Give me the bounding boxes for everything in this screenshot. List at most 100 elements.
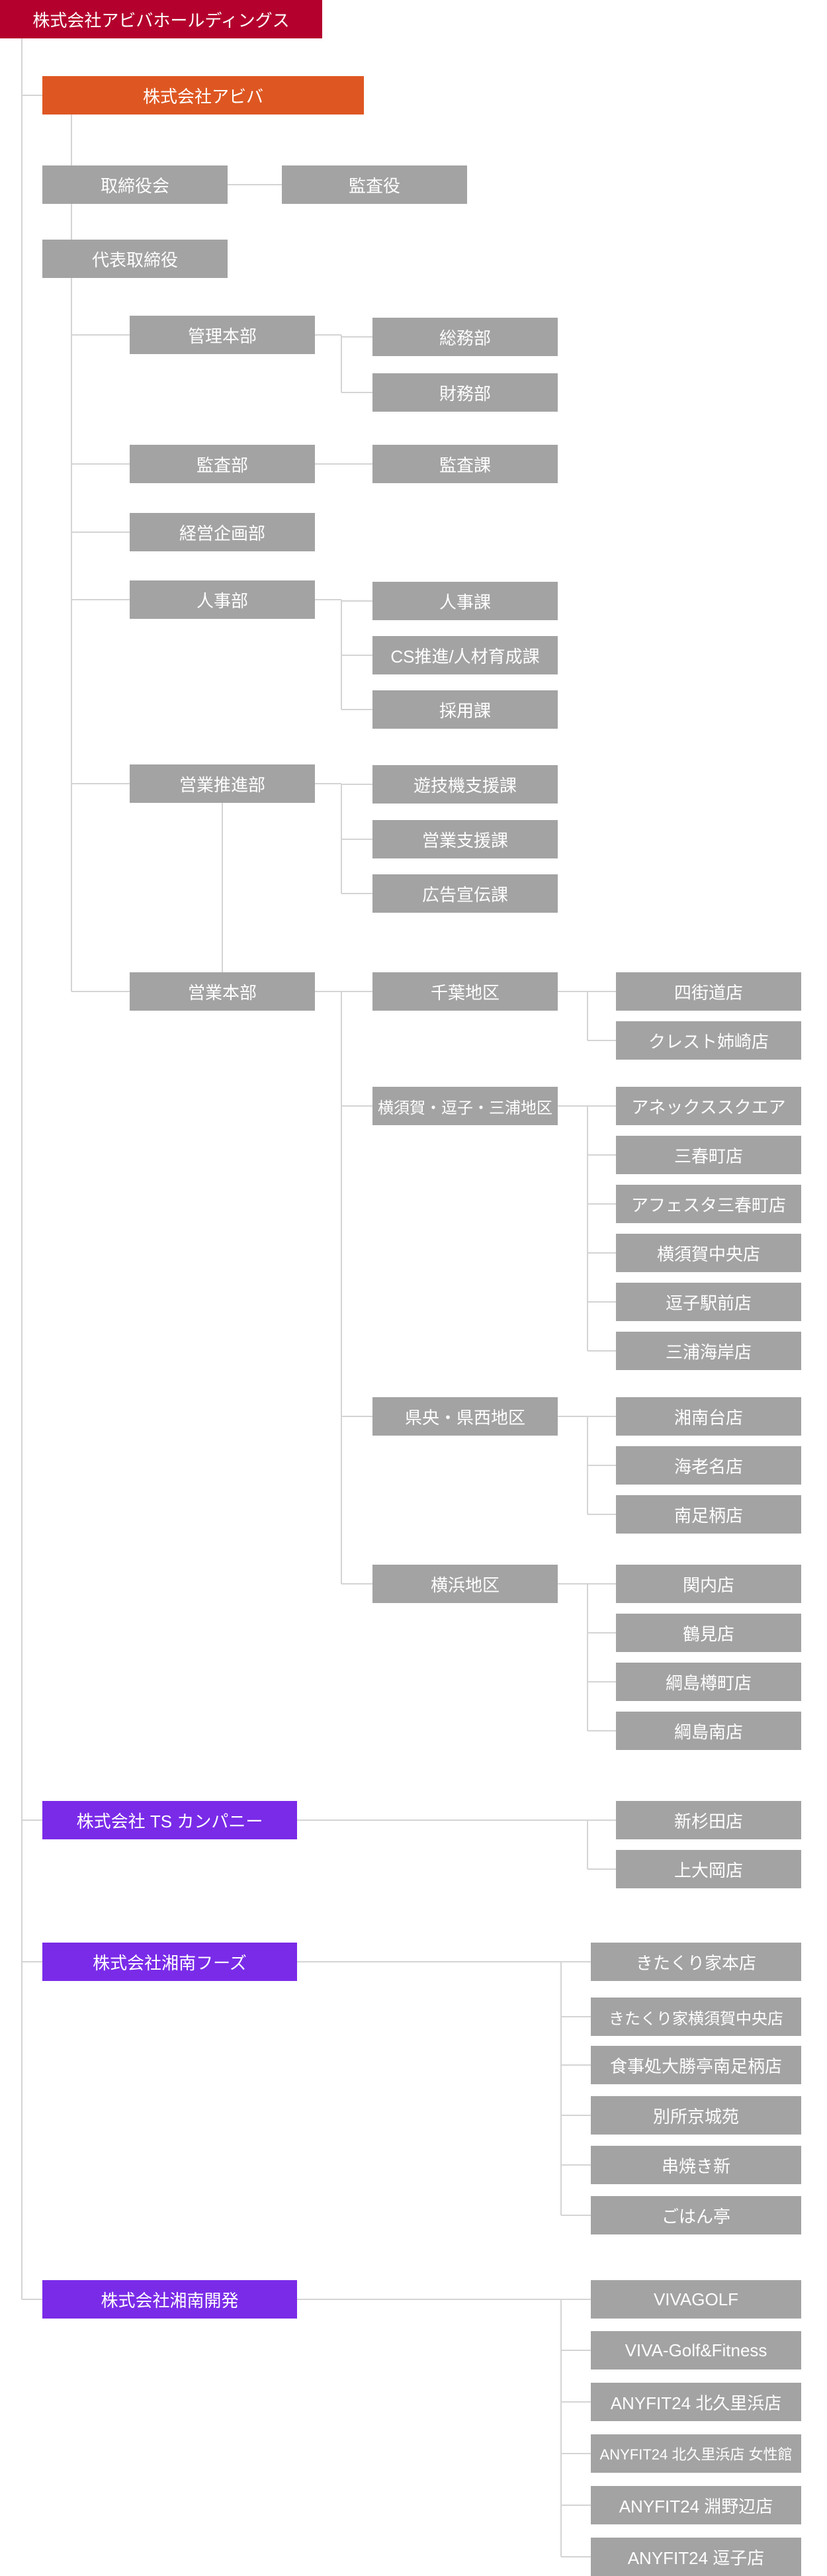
connector-line: [341, 1105, 372, 1107]
connector-line: [341, 991, 342, 1584]
connector-line: [71, 463, 130, 465]
connector-line: [588, 1105, 616, 1107]
connector-line: [341, 839, 372, 840]
store-item: 新杉田店: [616, 1801, 801, 1839]
connector-line: [561, 1961, 591, 1962]
store-item: ANYFIT24 逗子店: [591, 2538, 801, 2576]
connector-line: [71, 334, 130, 336]
section-finance: 財務部: [372, 373, 558, 412]
section-sales-support: 営業支援課: [372, 820, 558, 858]
connector-line: [315, 991, 341, 992]
connector-line: [588, 1040, 616, 1041]
connector-line: [228, 184, 282, 185]
store-item: 綱島樽町店: [616, 1663, 801, 1701]
connector-line: [588, 1301, 616, 1303]
store-item: VIVAGOLF: [591, 2280, 801, 2319]
connector-line: [588, 1583, 616, 1585]
store-item: ごはん亭: [591, 2196, 801, 2234]
connector-line: [561, 2064, 591, 2066]
main-company-aviva: 株式会社アビバ: [42, 76, 364, 115]
connector-line: [341, 335, 342, 392]
connector-line: [22, 1961, 42, 1962]
section-machine-support: 遊技機支援課: [372, 765, 558, 804]
connector-line: [588, 1252, 616, 1254]
connector-line: [588, 1868, 616, 1870]
store-item: アネックススクエア: [616, 1087, 801, 1125]
connector-line: [297, 2299, 561, 2300]
connector-line: [588, 1514, 616, 1515]
connector-line: [561, 2350, 591, 2351]
store-item: アフェスタ三春町店: [616, 1185, 801, 1223]
store-item: 関内店: [616, 1565, 801, 1603]
store-item: 横須賀中央店: [616, 1234, 801, 1272]
connector-line: [22, 1819, 42, 1821]
store-item: 串焼き新: [591, 2146, 801, 2184]
connector-line: [558, 1105, 588, 1107]
section-advertising: 広告宣伝課: [372, 874, 558, 913]
dept-human-resources: 人事部: [130, 580, 315, 619]
board-of-directors: 取締役会: [42, 165, 228, 204]
section-recruiting: 採用課: [372, 690, 558, 729]
store-item: 綱島南店: [616, 1712, 801, 1750]
connector-line: [561, 2016, 591, 2017]
connector-line: [561, 2164, 591, 2166]
store-item: クレスト姉崎店: [616, 1021, 801, 1060]
connector-line: [315, 334, 341, 336]
connector-line: [222, 803, 223, 972]
connector-line: [587, 1820, 588, 1869]
dept-corporate-planning: 経営企画部: [130, 513, 315, 551]
store-item: きたくり家本店: [591, 1943, 801, 1981]
auditor: 監査役: [282, 165, 467, 204]
store-item: 三春町店: [616, 1136, 801, 1174]
root-holding-company: 株式会社アビバホールディングス: [0, 0, 322, 38]
connector-line: [315, 783, 341, 784]
store-item: 四街道店: [616, 972, 801, 1011]
connector-line: [22, 95, 42, 96]
connector-line: [315, 599, 341, 600]
company-shonan-foods: 株式会社湘南フーズ: [42, 1943, 297, 1981]
store-item: 上大岡店: [616, 1850, 801, 1888]
connector-line: [71, 783, 130, 784]
region-chiba: 千葉地区: [372, 972, 558, 1011]
connector-line: [297, 1961, 561, 1962]
connector-line: [561, 2556, 591, 2557]
connector-line: [588, 991, 616, 992]
dept-sales-promotion: 営業推進部: [130, 764, 315, 803]
connector-line: [558, 1416, 588, 1417]
connector-line: [560, 1962, 562, 2215]
connector-line: [71, 531, 130, 533]
region-yokosuka-zushi-miura: 横須賀・逗子・三浦地区: [372, 1087, 558, 1125]
connector-line: [341, 655, 372, 656]
store-item: 鶴見店: [616, 1614, 801, 1652]
connector-line: [587, 991, 588, 1040]
connector-line: [71, 991, 130, 992]
connector-line: [588, 1465, 616, 1466]
connector-line: [561, 2115, 591, 2116]
connector-line: [588, 1154, 616, 1156]
region-kenou-kensei: 県央・県西地区: [372, 1397, 558, 1436]
store-item: きたくり家横須賀中央店: [591, 1998, 801, 2036]
store-item: ANYFIT24 北久里浜店: [591, 2383, 801, 2421]
store-item: 別所京城苑: [591, 2096, 801, 2135]
connector-line: [561, 2299, 591, 2300]
connector-line: [71, 115, 72, 991]
connector-line: [561, 2401, 591, 2403]
connector-line: [341, 392, 372, 393]
connector-line: [341, 1416, 372, 1417]
connector-line: [341, 893, 372, 894]
dept-audit: 監査部: [130, 445, 315, 483]
connector-line: [71, 599, 130, 600]
connector-line: [588, 1203, 616, 1205]
dept-sales-headquarters: 営業本部: [130, 972, 315, 1011]
connector-line: [22, 2299, 42, 2300]
region-yokohama: 横浜地区: [372, 1565, 558, 1603]
section-personnel: 人事課: [372, 582, 558, 620]
connector-line: [588, 1730, 616, 1731]
company-shonan-development: 株式会社湘南開発: [42, 2280, 297, 2319]
connector-line: [341, 600, 372, 602]
connector-line: [588, 1632, 616, 1633]
connector-line: [588, 1819, 616, 1821]
connector-line: [341, 784, 372, 785]
connector-line: [561, 2505, 591, 2506]
